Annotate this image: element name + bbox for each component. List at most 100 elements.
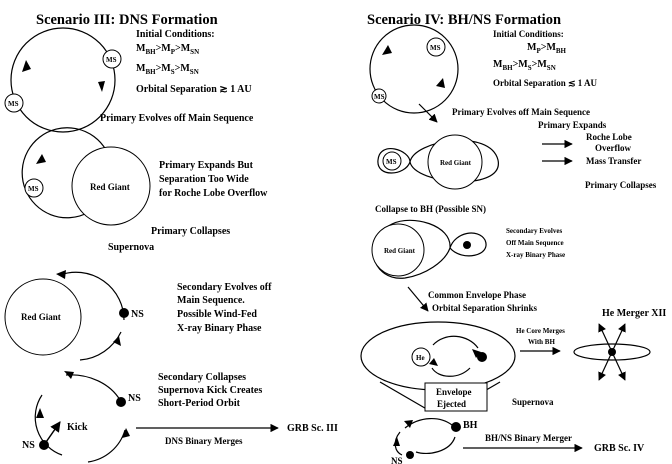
orbit-arrow-icon xyxy=(113,336,121,346)
red-giant-label: Red Giant xyxy=(90,182,130,192)
ns-label: NS xyxy=(128,393,141,404)
he-core-line-2: With BH xyxy=(528,338,555,346)
ms-star xyxy=(371,88,387,104)
envelope-label-1: Envelope xyxy=(436,387,472,397)
secondary-line-2: Off Main Sequence xyxy=(506,239,564,247)
scenario-iii-step3-line1: Secondary Evolves off xyxy=(177,282,272,293)
scenario-iii-primary-collapses: Primary Collapses xyxy=(151,226,230,237)
orbit-arrow-icon xyxy=(404,420,413,428)
scenario-iii-step3-line2: Main Sequence. xyxy=(177,295,245,306)
dns-merges-label: DNS Binary Merges xyxy=(165,436,243,446)
he-label: He xyxy=(416,354,425,362)
scenario-iii-step4-line3: Short-Period Orbit xyxy=(158,398,241,409)
scenario-iii-condition-1: MBH>MP>MSN xyxy=(136,43,199,56)
he-merger-icon xyxy=(573,323,651,381)
black-hole xyxy=(477,352,487,362)
he-core-line-1: He Core Merges xyxy=(516,327,565,335)
scenario-iv-primary-collapses: Primary Collapses xyxy=(585,180,657,190)
ms-star-label: MS xyxy=(28,185,39,193)
red-giant-star xyxy=(371,223,425,277)
secondary-line-3: X-ray Binary Phase xyxy=(506,251,565,259)
scenario-iii-supernova: Supernova xyxy=(108,242,154,253)
helium-core xyxy=(411,347,431,367)
scenario-iv-supernova: Supernova xyxy=(512,397,554,407)
red-giant-star xyxy=(71,146,151,226)
ns-label: NS xyxy=(391,456,403,464)
roche-lobe-label-2: Overflow xyxy=(595,143,631,153)
ms-star-label: MS xyxy=(106,56,117,64)
scenario-iii-title: Scenario III: DNS Formation xyxy=(36,12,218,28)
scenario-iii-initial-conditions: Initial Conditions: xyxy=(136,29,215,40)
scenario-iii-stage4-orbit: NS NS Kick DNS Binary Merges GRB Sc. III xyxy=(22,371,338,463)
red-giant-star xyxy=(427,134,483,190)
he-merger-label: He Merger XII xyxy=(602,308,666,319)
scenario-iv-condition-1: MP>MBH xyxy=(527,42,567,55)
orbit-arrow-icon xyxy=(429,358,438,366)
mass-transfer-label: Mass Transfer xyxy=(586,156,641,166)
scenario-iii-step3-line4: X-ray Binary Phase xyxy=(177,323,262,334)
scenario-iii-step1: Primary Evolves off Main Sequence xyxy=(100,113,254,124)
bh-label: BH xyxy=(463,420,478,431)
orbit-arrow-icon xyxy=(122,428,130,438)
common-envelope-line-1: Common Envelope Phase xyxy=(428,290,526,300)
kick-arrow-icon xyxy=(43,421,61,446)
neutron-star xyxy=(406,451,414,459)
evolve-arrow-icon xyxy=(407,286,429,312)
roche-lobe-label-1: Roche Lobe xyxy=(586,132,632,142)
secondary-line-1: Secondary Evolves xyxy=(506,227,562,235)
orbit-arrow-icon xyxy=(36,154,46,164)
envelope-label-2: Ejected xyxy=(437,399,466,409)
scenario-iii-step4-line1: Secondary Collapses xyxy=(158,372,246,383)
collapse-bh-label: Collapse to BH (Possible SN) xyxy=(375,204,486,214)
scenario-iv-primary-expands: Primary Expands xyxy=(538,120,607,130)
kick-label: Kick xyxy=(67,422,88,433)
scenario-iii-stage1-orbit: MS MS xyxy=(4,27,122,133)
scenario-iii-step2-line1: Primary Expands But xyxy=(159,160,254,171)
grb-sc-iv-label: GRB Sc. IV xyxy=(594,443,645,454)
ms-star xyxy=(24,178,44,198)
orbit-arrow-icon xyxy=(98,81,105,92)
ms-star-label: MS xyxy=(386,158,397,166)
scenario-iv-panel: Scenario IV: BH/NS Formation Initial Con… xyxy=(360,12,666,464)
scenario-iv-stage1-orbit: MS MS xyxy=(369,24,459,114)
scenario-iii-stage2-orbit: Red Giant MS xyxy=(21,127,151,226)
evolve-arrow-icon xyxy=(418,103,438,123)
ms-star xyxy=(426,37,446,57)
scenario-iv-condition-2: MBH>MS>MSN xyxy=(493,59,556,72)
bhns-merger-label: BH/NS Binary Merger xyxy=(485,433,572,443)
ns-label: NS xyxy=(22,440,35,451)
red-giant-label: Red Giant xyxy=(440,159,472,167)
scenario-iii-step2-line2: Separation Too Wide xyxy=(159,174,249,185)
ms-star-label: MS xyxy=(374,93,385,101)
scenario-iii-orbital-separation: Orbital Separation ≳ 1 AU xyxy=(136,84,252,95)
orbit-arrow-icon xyxy=(382,45,392,55)
scenario-iii-step3-line3: Possible Wind-Fed xyxy=(177,309,257,320)
scenario-iv-step1: Primary Evolves off Main Sequence xyxy=(452,107,590,117)
scenario-iv-bhns-orbit: BH NS xyxy=(391,418,478,464)
scenario-iv-stage3: Red Giant xyxy=(371,219,487,279)
scenario-iii-step2-line3: for Roche Lobe Overflow xyxy=(159,188,268,199)
neutron-star xyxy=(116,397,126,407)
scenario-iii-stage3-orbit: Red Giant NS xyxy=(4,270,144,361)
scenario-iii-step4-line2: Supernova Kick Creates xyxy=(158,385,262,396)
orbit-arrow-icon xyxy=(64,371,74,379)
scenario-iii-panel: Scenario III: DNS Formation Initial Cond… xyxy=(4,12,338,463)
envelope-ejected-funnel: Envelope Ejected xyxy=(379,381,501,412)
orbit-arrow-icon xyxy=(36,408,44,418)
scenario-iv-title: Scenario IV: BH/NS Formation xyxy=(367,12,561,28)
scenario-iv-roche-lobe: MS Red Giant xyxy=(377,134,499,190)
scenario-iv-common-envelope: He xyxy=(360,321,516,391)
red-giant-label: Red Giant xyxy=(21,312,61,322)
ms-star xyxy=(4,93,24,113)
black-hole xyxy=(451,422,461,432)
orbit-arrow-icon xyxy=(472,349,481,358)
orbit-arrow-icon xyxy=(22,60,31,72)
orbit-arrow-icon xyxy=(56,270,66,279)
orbit-arrow-icon xyxy=(393,437,400,446)
black-hole xyxy=(463,241,471,249)
ms-star-label: MS xyxy=(430,44,441,52)
ns-label: NS xyxy=(131,309,144,320)
orbit-arrow-icon xyxy=(436,78,445,88)
neutron-star xyxy=(119,308,129,318)
